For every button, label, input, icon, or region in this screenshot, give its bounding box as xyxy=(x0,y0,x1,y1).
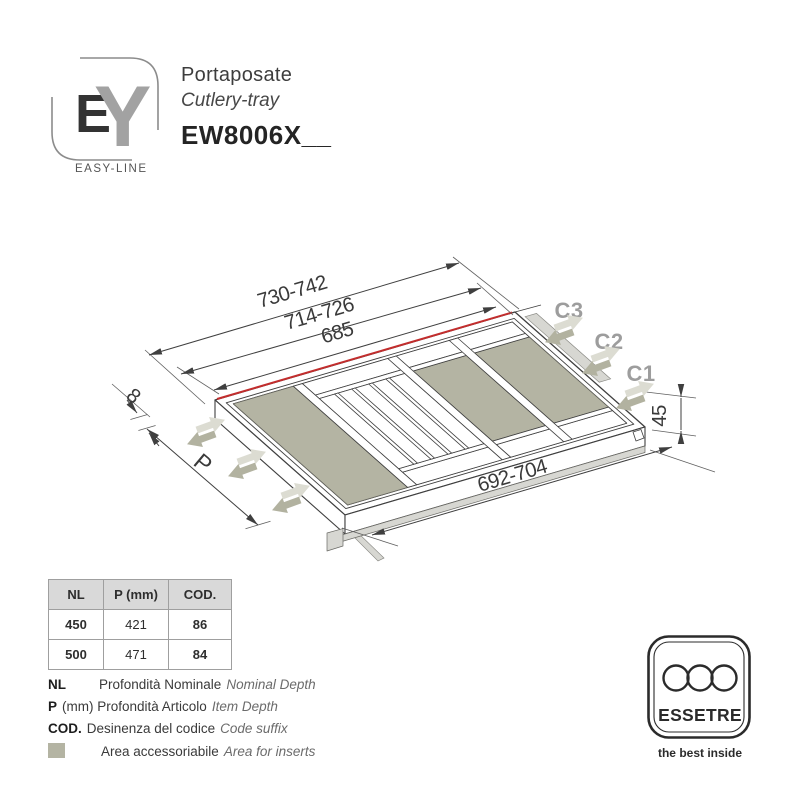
essetre-inner-frame xyxy=(653,641,745,733)
cell-nl-500: 500 xyxy=(48,639,104,670)
legend-p: P (mm) Profondità Articolo Item Depth xyxy=(48,699,316,714)
cell-p-421: 421 xyxy=(103,609,169,640)
essetre-tagline: the best inside xyxy=(658,746,742,760)
legend-area-en: Area for inserts xyxy=(223,744,316,759)
ext-45-top xyxy=(645,391,697,399)
legend-nl: NL Profondità Nominale Nominal Depth xyxy=(48,677,316,692)
insert-area-swatch xyxy=(48,743,65,758)
col-header-nl: NL xyxy=(48,579,104,610)
cell-cod-84: 84 xyxy=(168,639,232,670)
product-name-it: Portaposate xyxy=(181,64,293,86)
rail-end-block xyxy=(326,528,344,552)
easyline-logo: E Y EASY-LINE xyxy=(51,57,159,175)
product-name-en: Cutlery-tray xyxy=(181,90,280,111)
cell-nl-450: 450 xyxy=(48,609,104,640)
essetre-name: ESSETRE xyxy=(658,705,742,725)
legend-area-it: Area accessoriabile xyxy=(101,744,219,759)
arrow-8-top xyxy=(126,399,138,414)
ext-8-through xyxy=(111,383,151,418)
col-header-cod: COD. xyxy=(168,579,232,610)
logo-subtitle: EASY-LINE xyxy=(75,163,148,175)
dim-label-45: 45 xyxy=(648,405,671,427)
product-header: Portaposate Cutlery-tray EW8006X__ xyxy=(181,64,331,151)
col-header-p: P (mm) xyxy=(103,579,169,610)
legend-cod-it: Desinenza del codice xyxy=(86,721,216,736)
ext-bottom-left xyxy=(341,527,399,547)
dim-line-730-742 xyxy=(148,262,460,356)
spec-table: NL P (mm) COD. 450 421 86 500 471 84 xyxy=(48,579,232,670)
tick-8-a xyxy=(130,414,148,420)
cell-p-471: 471 xyxy=(103,639,169,670)
cell-cod-86: 86 xyxy=(168,609,232,640)
logo-frame-top-right xyxy=(80,57,159,130)
arrow-8-bottom xyxy=(148,432,160,447)
logo-letter-y: Y xyxy=(94,69,151,165)
product-model-code: EW8006X__ xyxy=(181,120,332,150)
dim-line-692-704 xyxy=(371,446,673,536)
ext-top-right-2 xyxy=(476,282,514,316)
table-row: 500 471 84 xyxy=(48,639,232,670)
legend-nl-key: NL xyxy=(48,677,66,692)
ext-top-right-1 xyxy=(452,256,520,310)
back-edge-extension xyxy=(514,304,542,313)
essetre-logo: ESSETRE the best inside xyxy=(647,635,751,760)
ext-bottom-right xyxy=(649,449,716,473)
ext-top-left-2 xyxy=(176,366,220,395)
legend-p-en: Item Depth xyxy=(211,699,278,714)
table-header-row: NL P (mm) COD. xyxy=(48,579,232,610)
legend-p-it: (mm) Profondità Articolo xyxy=(62,699,207,714)
essetre-circle-3 xyxy=(710,664,738,692)
legend-nl-it: Profondità Nominale xyxy=(99,677,222,692)
dim-label-8: 8 xyxy=(122,384,145,409)
essetre-outer-frame xyxy=(647,635,751,739)
legend: NL Profondità Nominale Nominal Depth P (mm)… xyxy=(48,677,316,766)
corner-notch xyxy=(632,429,645,442)
table-row: 450 421 86 xyxy=(48,609,232,640)
dimension-annotations xyxy=(111,256,716,547)
dimension-lines xyxy=(126,262,685,536)
ext-45-bottom xyxy=(651,429,697,437)
legend-cod-en: Code suffix xyxy=(220,721,288,736)
dim-label-depth-p: P xyxy=(189,448,217,478)
legend-insert-area: Area accessoriabile Area for inserts xyxy=(48,743,316,759)
ext-top-left-1 xyxy=(144,349,206,405)
dim-line-depth-p xyxy=(146,428,259,526)
tick-8-b xyxy=(138,425,156,431)
legend-cod: COD. Desinenza del codice Code suffix xyxy=(48,721,316,736)
legend-p-key: P xyxy=(48,699,58,714)
legend-cod-key: COD. xyxy=(48,721,82,736)
legend-nl-en: Nominal Depth xyxy=(226,677,316,692)
logo-letter-e: E xyxy=(75,84,111,144)
cut-options: C3 C2 C1 xyxy=(181,298,660,518)
tray-body xyxy=(214,304,646,552)
logo-frame-bottom-left xyxy=(51,97,132,161)
